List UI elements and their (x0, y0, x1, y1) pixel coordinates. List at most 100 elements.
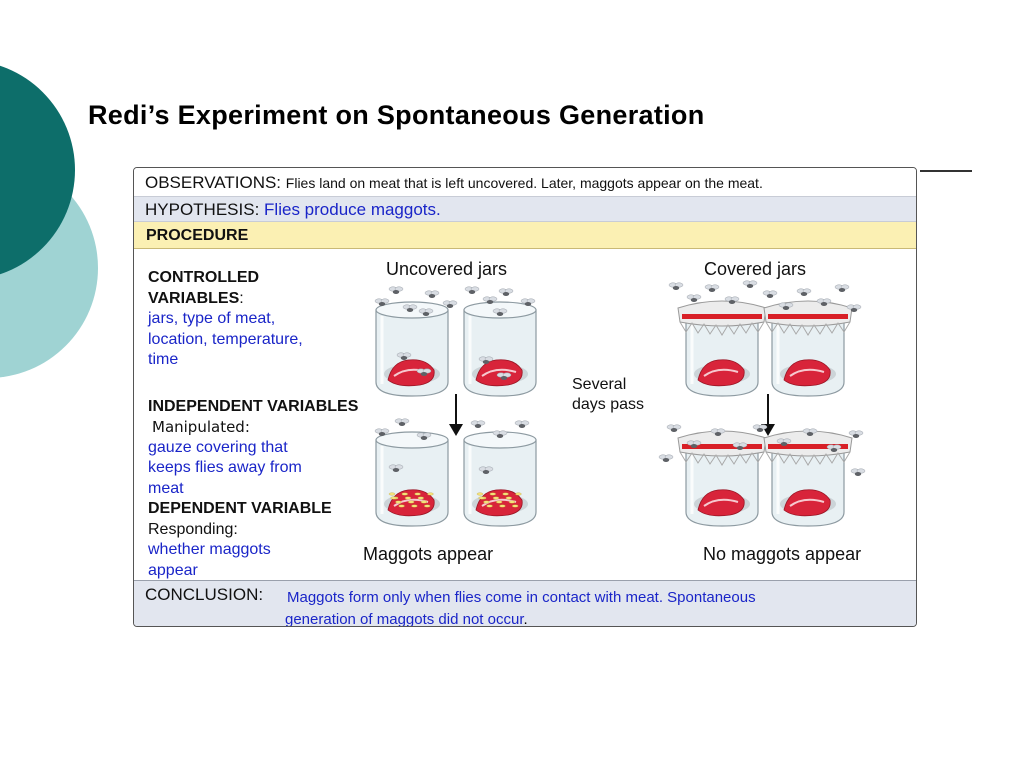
result-covered-label: No maggots appear (703, 544, 862, 564)
fly-icon (416, 432, 432, 440)
hypothesis-line: HYPOTHESIS: Flies produce maggots. (145, 200, 441, 220)
fly-icon (492, 430, 508, 438)
conclusion-row: CONCLUSION: Maggots form only when flies… (134, 580, 916, 627)
fly-icon (796, 288, 812, 296)
fly-icon (388, 464, 404, 472)
jar-illustration (374, 280, 866, 527)
fly-icon (742, 280, 758, 288)
fly-icon (394, 418, 410, 426)
uncovered-jar-bottom-left (375, 431, 449, 527)
dependent-heading: DEPENDENT VARIABLE (148, 500, 332, 517)
decorative-circles (0, 65, 98, 378)
fly-icon (704, 284, 720, 292)
controlled-value-1: jars, type of meat, (148, 310, 276, 327)
gauze-cover (763, 300, 853, 327)
result-uncovered-label: Maggots appear (363, 544, 494, 564)
independent-value-2: keeps flies away from (148, 459, 302, 476)
fly-icon (762, 290, 778, 298)
fly-icon (752, 424, 768, 432)
covered-jar-bottom-left (677, 430, 767, 527)
fly-icon (668, 282, 684, 290)
uncovered-jar-bottom-right (463, 431, 537, 527)
fly-icon (666, 424, 682, 432)
fly-icon (478, 356, 494, 364)
observations-line: OBSERVATIONS: Flies land on meat that is… (145, 173, 763, 193)
fly-icon (496, 372, 512, 380)
fly-icon (848, 430, 864, 438)
fly-icon (374, 428, 390, 436)
time-passage-note: Several days pass (572, 375, 644, 415)
conclusion-line-1: Maggots form only when flies come in con… (287, 589, 756, 606)
meat (783, 359, 831, 387)
responding-label: Responding: (148, 520, 238, 538)
fly-icon (732, 442, 748, 450)
fly-icon (776, 438, 792, 446)
controlled-colon: : (239, 289, 244, 307)
fly-icon (834, 284, 850, 292)
fly-icon (470, 420, 486, 428)
fly-icon (816, 298, 832, 306)
independent-value-1: gauze covering that (148, 438, 288, 456)
fly-icon (514, 420, 530, 428)
covered-jar-top-left (677, 300, 767, 397)
controlled-value-2: location, temperature, (148, 330, 303, 348)
conclusion-label: CONCLUSION: (145, 585, 264, 604)
fly-icon (686, 440, 702, 448)
conclusion-period: . (523, 611, 528, 627)
fly-icon (464, 286, 480, 294)
dark-teal-circle (0, 65, 75, 275)
controlled-heading-2-line: VARIABLES: (148, 289, 388, 310)
observations-label: OBSERVATIONS: (145, 173, 282, 192)
rubber-band (682, 314, 762, 319)
hypothesis-label: HYPOTHESIS: (145, 200, 260, 219)
fly-icon (416, 368, 432, 376)
manipulated-label: Manipulated: (152, 418, 250, 436)
fly-icon (418, 308, 434, 316)
covered-jars-label: Covered jars (704, 259, 807, 279)
meat (783, 489, 831, 517)
uncovered-jar-top-right (463, 301, 537, 397)
rubber-band (768, 444, 848, 449)
procedure-row: PROCEDURE (134, 222, 916, 249)
gauze-cover (677, 300, 767, 327)
fly-icon (492, 308, 508, 316)
variables-list: CONTROLLED VARIABLES: jars, type of meat… (148, 268, 388, 581)
covered-jar-top-right (763, 300, 853, 397)
fly-icon (520, 298, 536, 306)
fly-icon (724, 296, 740, 304)
conclusion-line-2-wrap: generation of maggots did not occur. (285, 609, 528, 627)
fly-icon (846, 304, 862, 312)
uncovered-time-arrow (449, 394, 463, 436)
dependent-value-1: whether maggots (148, 541, 271, 558)
fly-icon (374, 298, 390, 306)
dependent-value-2: appear (148, 561, 198, 579)
independent-heading: INDEPENDENT VARIABLES (148, 397, 359, 415)
experiment-panel: OBSERVATIONS: Flies land on meat that is… (133, 167, 917, 627)
meat (387, 359, 435, 387)
fly-icon (686, 294, 702, 302)
rubber-band (682, 444, 762, 449)
hypothesis-row: HYPOTHESIS: Flies produce maggots. (134, 197, 916, 222)
hypothesis-text: Flies produce maggots. (264, 200, 441, 219)
fly-icon (850, 468, 866, 476)
fly-icon (826, 444, 842, 452)
observations-text: Flies land on meat that is left uncovere… (285, 175, 763, 191)
covered-jar-bottom-right (763, 430, 853, 527)
time-line-2: days pass (572, 396, 645, 413)
meat (697, 489, 745, 517)
observations-row: OBSERVATIONS: Flies land on meat that is… (134, 168, 916, 197)
fly-icon (442, 300, 458, 308)
fly-icon (482, 296, 498, 304)
fly-icon (802, 428, 818, 436)
slide-title: Redi’s Experiment on Spontaneous Generat… (88, 100, 705, 130)
fly-icon (396, 352, 412, 360)
controlled-value-3: time (148, 351, 179, 368)
title-underline (920, 170, 972, 172)
fly-icon (498, 288, 514, 296)
controlled-heading-1: CONTROLLED (148, 269, 260, 286)
independent-value-3: meat (148, 479, 184, 497)
controlled-heading-2: VARIABLES (148, 289, 240, 307)
procedure-label: PROCEDURE (146, 227, 249, 244)
fly-icon (402, 304, 418, 312)
fly-icon (710, 428, 726, 436)
